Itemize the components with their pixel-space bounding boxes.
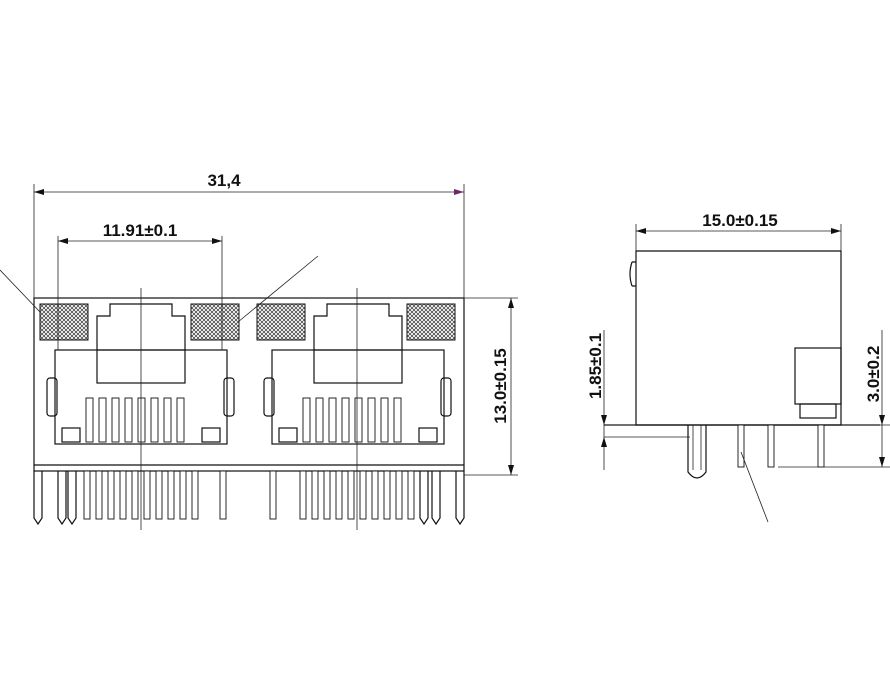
port-1-contacts [85,397,185,443]
pin-height-label: 3.0±0.2 [864,346,883,403]
led-window-3 [256,303,306,341]
port-pitch-label: 11.91±0.1 [103,221,178,240]
dim-overall-width: 31,4 [33,171,465,298]
overall-width-label: 31,4 [207,171,241,190]
port-2-contacts [302,397,402,443]
dim-pin-height: 3.0±0.2 [778,330,890,468]
led-window-2 [190,303,240,341]
led-leader-left [0,269,41,313]
rj45-port-1 [46,288,235,530]
side-depth-label: 15.0±0.15 [702,211,778,230]
dim-port-pitch: 11.91±0.1 [57,221,223,350]
led-window-4 [406,303,456,341]
front-board-pins [33,470,465,526]
front-view: 31,4 11.91±0.1 13.0±0.15 [0,171,518,530]
side-pin-leader [740,451,769,523]
front-height-label: 13.0±0.15 [491,348,510,424]
dim-standoff: 1.85±0.1 [586,330,636,470]
side-locating-post [687,425,707,479]
dim-side-depth: 15.0±0.15 [635,211,842,251]
dim-front-height: 13.0±0.15 [464,297,518,476]
led-window-1 [39,303,89,341]
led-leader-right [237,255,319,323]
standoff-label: 1.85±0.1 [586,333,605,399]
front-body-outline [33,297,465,472]
rj45-port-2 [263,288,452,530]
side-view: 15.0±0.15 1.85±0.1 3.0±0.2 [586,211,890,523]
side-body-outline [635,250,842,426]
